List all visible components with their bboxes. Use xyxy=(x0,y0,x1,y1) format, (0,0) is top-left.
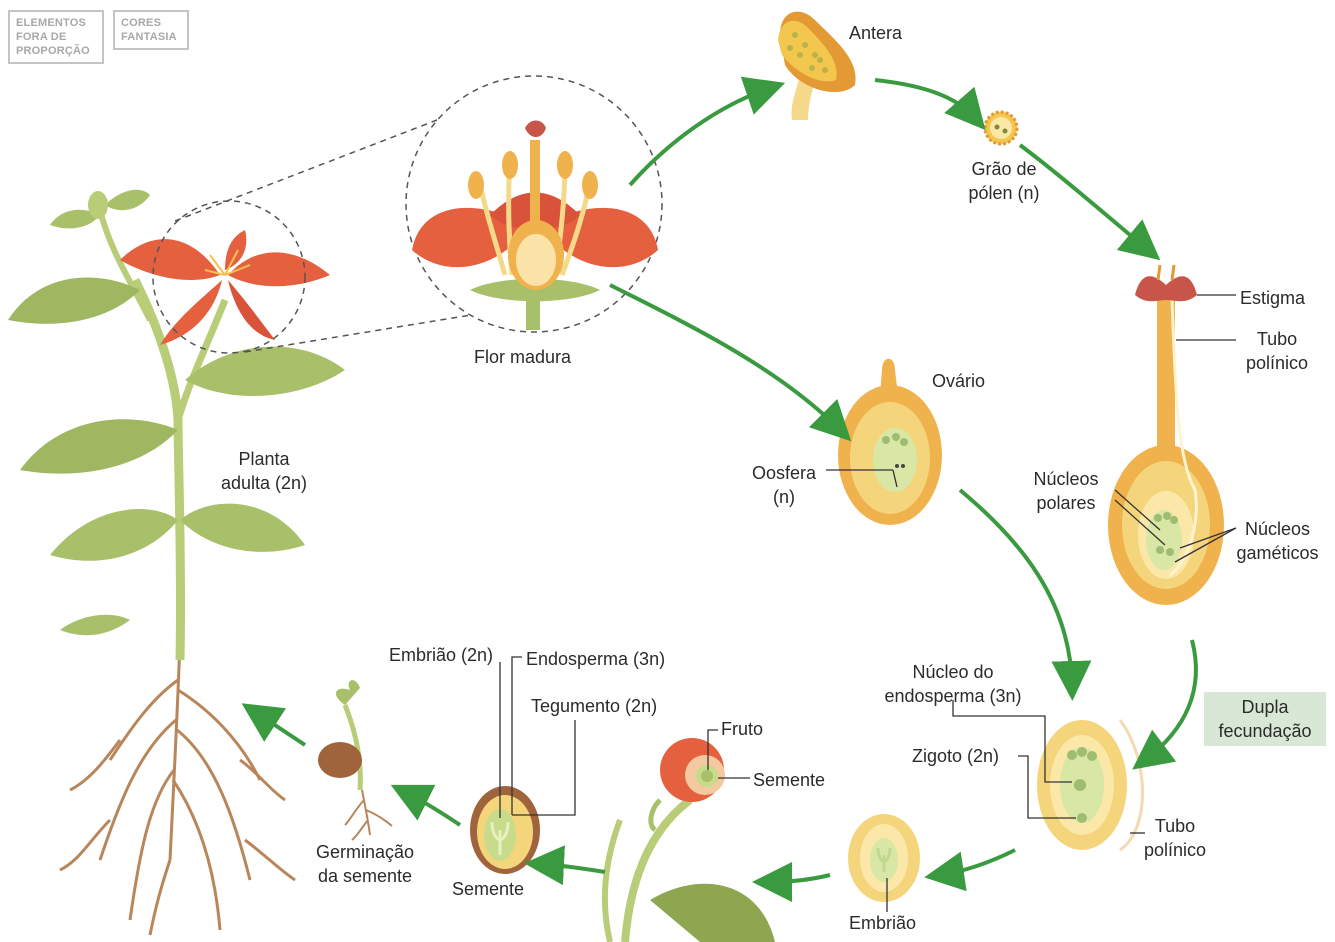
ovary-illustration xyxy=(838,359,942,525)
germinating-seed-illustration xyxy=(318,680,392,840)
label-tegumento: Tegumento (2n) xyxy=(531,694,657,718)
fruit-illustration xyxy=(605,738,775,942)
anther-illustration xyxy=(778,12,856,120)
label-tubo-polinico-top: Tubo polínico xyxy=(1236,327,1318,375)
label-endosperma: Endosperma (3n) xyxy=(526,647,665,671)
label-estigma: Estigma xyxy=(1240,286,1305,310)
embryo-ovule-illustration xyxy=(848,814,920,902)
label-planta-adulta: Planta adulta (2n) xyxy=(213,447,315,495)
label-oosfera: Oosfera (n) xyxy=(742,461,826,509)
seed-illustration xyxy=(470,786,540,874)
label-germinacao: Germinação da semente xyxy=(305,840,425,888)
adult-plant-illustration xyxy=(8,190,345,935)
label-nucleos-gameticos: Núcleos gaméticos xyxy=(1226,517,1329,565)
mature-flower-illustration xyxy=(412,121,658,331)
disproportion-badge: ELEMENTOS FORA DE PROPORÇÃO xyxy=(8,10,104,64)
fertilized-ovule-illustration xyxy=(1037,720,1143,850)
label-embriao-seed: Embrião (2n) xyxy=(389,643,493,667)
pistil-illustration xyxy=(1108,265,1224,605)
label-tubo-polinico-bottom: Tubo polínico xyxy=(1134,814,1216,862)
pollen-grain-illustration xyxy=(985,112,1017,144)
label-flor-madura: Flor madura xyxy=(474,345,571,369)
label-ovario: Ovário xyxy=(932,369,985,393)
label-semente: Semente xyxy=(452,877,524,901)
label-nucleos-polares: Núcleos polares xyxy=(1022,467,1110,515)
label-grao-de-polen: Grão de pólen (n) xyxy=(958,157,1050,205)
label-embriao-bottom: Embrião xyxy=(849,911,916,935)
label-antera: Antera xyxy=(849,21,902,45)
label-semente-fruit: Semente xyxy=(753,768,825,792)
label-dupla-fecundacao: Dupla fecundação xyxy=(1204,692,1326,746)
label-nucleo-do-endosperma: Núcleo do endosperma (3n) xyxy=(868,660,1038,708)
label-fruto: Fruto xyxy=(721,717,763,741)
plant-roots xyxy=(60,640,295,935)
label-zigoto: Zigoto (2n) xyxy=(912,744,999,768)
fantasy-colors-badge: CORES FANTASIA xyxy=(113,10,189,50)
